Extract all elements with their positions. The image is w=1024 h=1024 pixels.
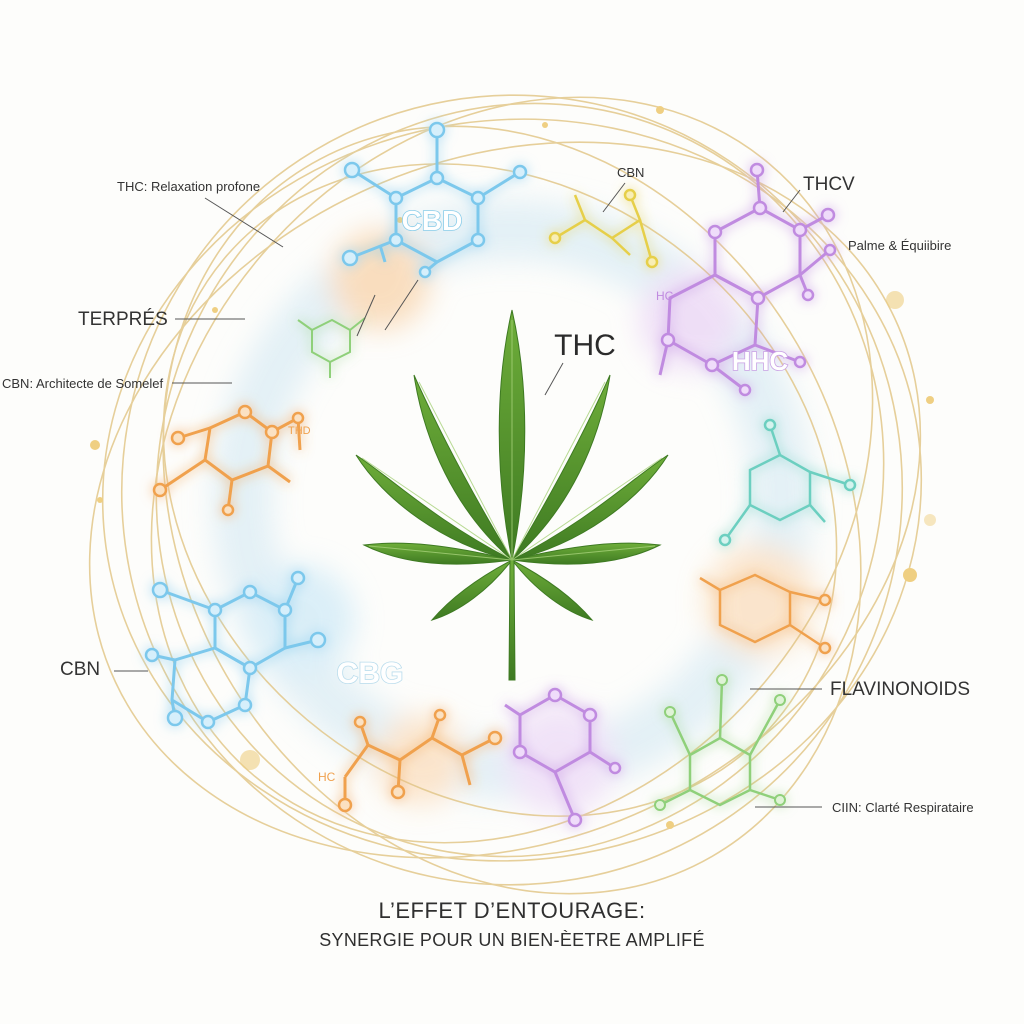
cbd-molecule <box>341 121 528 279</box>
thd-small-label: THD <box>288 425 311 437</box>
hc-small-label-bottom: HC <box>318 770 336 784</box>
cbn-sleep-label: CBN: Architecte de Somelef <box>2 376 164 391</box>
purple-molecule-bottom <box>504 687 622 828</box>
thc-center-label: THC <box>554 329 616 362</box>
page-subtitle: SYNERGIE POUR UN BIEN-ÈETRE AMPLIFÉ <box>319 930 705 950</box>
thc-relax-label: THC: Relaxation profone <box>117 179 260 194</box>
cbn-top-molecule <box>548 188 659 269</box>
green-molecule-bottom-right <box>654 674 786 811</box>
cinn-label: CIIN: Clarté Respirataire <box>832 800 974 815</box>
thc-relax-leader <box>204 197 284 248</box>
cbd-label: CBD <box>402 205 463 236</box>
hc-small-label-top: HC <box>656 289 674 303</box>
leaf-veins <box>361 320 663 561</box>
palme-label: Palme & Équiibire <box>848 238 951 253</box>
teal-molecule-right <box>718 418 857 547</box>
orange-molecule-bottom <box>337 708 503 813</box>
orange-molecule-right <box>699 573 832 655</box>
orange-molecule-left <box>152 404 305 517</box>
green-molecule-left <box>297 317 366 378</box>
cbn-top-leader <box>602 182 626 213</box>
haze-ring <box>212 200 815 815</box>
orbit-dots <box>90 106 936 829</box>
flavinonids-label: FLAVINONOIDS <box>830 679 970 700</box>
cbd-leader-2 <box>384 279 419 331</box>
hhc-molecule <box>658 162 837 397</box>
cbg-label: CBG <box>337 657 404 690</box>
blue-molecule-left <box>144 570 327 730</box>
thcv-leader <box>782 189 801 213</box>
thcv-label: THCV <box>803 174 855 195</box>
cbd-leader-1 <box>356 294 376 337</box>
page-title: L’EFFET D’ENTOURAGE: <box>378 898 646 923</box>
cbn-left-label: CBN <box>60 659 100 680</box>
cbn-top-label: CBN <box>617 165 644 180</box>
hhc-label: HHC <box>732 346 789 376</box>
terpres-label: TERPRÉS <box>78 309 168 330</box>
title-block: L’EFFET D’ENTOURAGE: SYNERGIE POUR UN BI… <box>0 898 1024 951</box>
thc-center-leader <box>544 362 564 396</box>
